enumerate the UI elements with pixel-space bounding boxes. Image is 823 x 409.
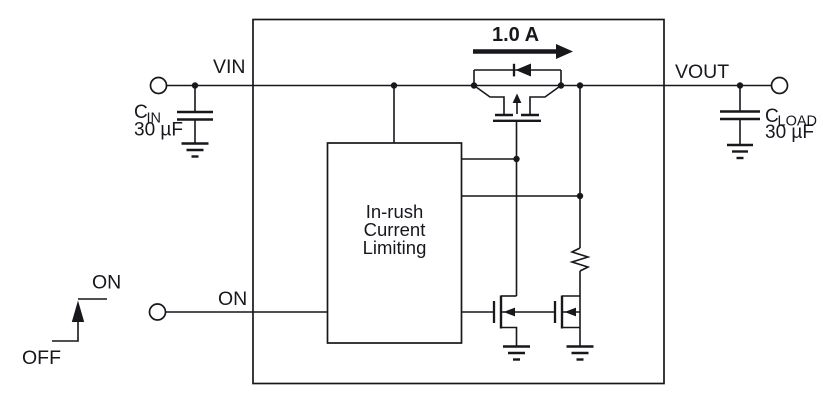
junction-dot [191,82,199,89]
on-step-waveform [52,298,107,342]
cload-value-label: 30 µF [765,122,814,143]
junction-dot [576,82,584,89]
body-diode-wires [473,69,562,86]
current-flow-annotation: 1.0 A [473,24,573,59]
waveform-off-label: OFF [22,347,61,369]
cload-ref-subscript: LOAD [778,114,818,130]
pmos-source-lead [473,84,505,115]
pass-pmos-transistor [473,84,562,296]
inrush-label-line2: Current [364,219,426,240]
junction-dot [470,82,478,89]
diode-anode-triangle-icon [515,63,531,77]
pmos-bulk-arrow-icon [512,93,522,103]
vout-terminal [770,76,789,95]
junction-dots [191,82,744,200]
nmos-left-arrow-icon [503,307,515,317]
pmos-drain-lead [529,84,562,115]
inrush-label-line1: In-rush [366,201,424,222]
junction-dot [513,155,520,163]
inrush-label-line3: Limiting [363,237,427,258]
vin-terminal [149,76,168,95]
junction-dot [557,82,565,89]
resistor [569,247,591,272]
junction-dot [390,82,398,89]
cin-ref-label: C [134,102,148,123]
vin-label: VIN [213,56,246,78]
nmos-left-ground-icon [503,345,530,361]
on-pin-label: ON [218,288,247,310]
junction-dot [576,192,584,200]
ic-boundary-box [252,18,665,385]
body-diode [473,63,562,86]
current-arrow-head-icon [556,44,573,59]
nmos-right-ground-icon [566,345,594,361]
current-value-label: 1.0 A [492,24,539,46]
cload-ref-label: C [765,106,779,127]
cload-capacitor [720,85,760,160]
waveform-on-label: ON [92,272,121,294]
cload-ground-icon [727,143,753,160]
junction-dot [736,82,744,89]
cin-ground-icon [181,142,209,158]
vout-label: VOUT [675,61,729,83]
nmos-right-transistor [553,295,594,361]
waveform-low-segment [52,320,79,342]
on-terminal [148,303,167,321]
nmos-left-source-lead [501,326,518,347]
cin-capacitor [177,85,213,158]
nmos-left-transistor [492,295,555,361]
cin-value-label: 30 µF [134,120,183,141]
nmos-right-arrow-icon [564,307,576,317]
cin-ref-subscript: IN [147,111,162,127]
waveform-rising-arrow-icon [71,300,85,322]
